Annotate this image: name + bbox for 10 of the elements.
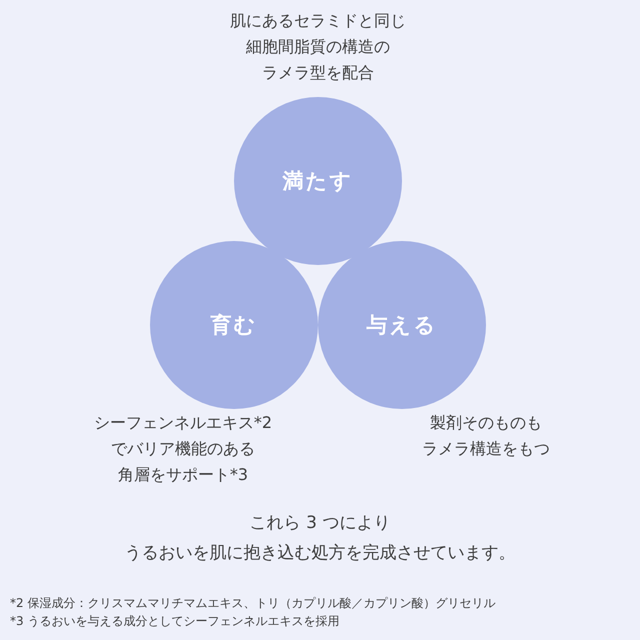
caption-text: 肌にあるセラミドと同じ細胞間脂質の構造のラメラ型を配合 [230,10,406,84]
footnote-text: *2 保湿成分：クリスマムマリチマムエキス、トリ（カプリル酸／カプリン酸）グリセリル [10,595,496,612]
circle-label: 満たす [282,168,354,195]
circle-label: 与える [366,312,438,339]
summary-text: これら 3 つにより [250,512,390,535]
footnote-text: *3 うるおいを与える成分としてシーフェンネルエキスを採用 [10,613,340,630]
caption-text: シーフェンネルエキス*2でバリア機能のある角層をサポート*3 [94,412,272,486]
circle-label: 育む [210,312,258,339]
summary-text: うるおいを肌に抱き込む処方を完成させています。 [124,542,516,565]
caption-text: 製剤そのものもラメラ構造をもつ [422,412,550,460]
